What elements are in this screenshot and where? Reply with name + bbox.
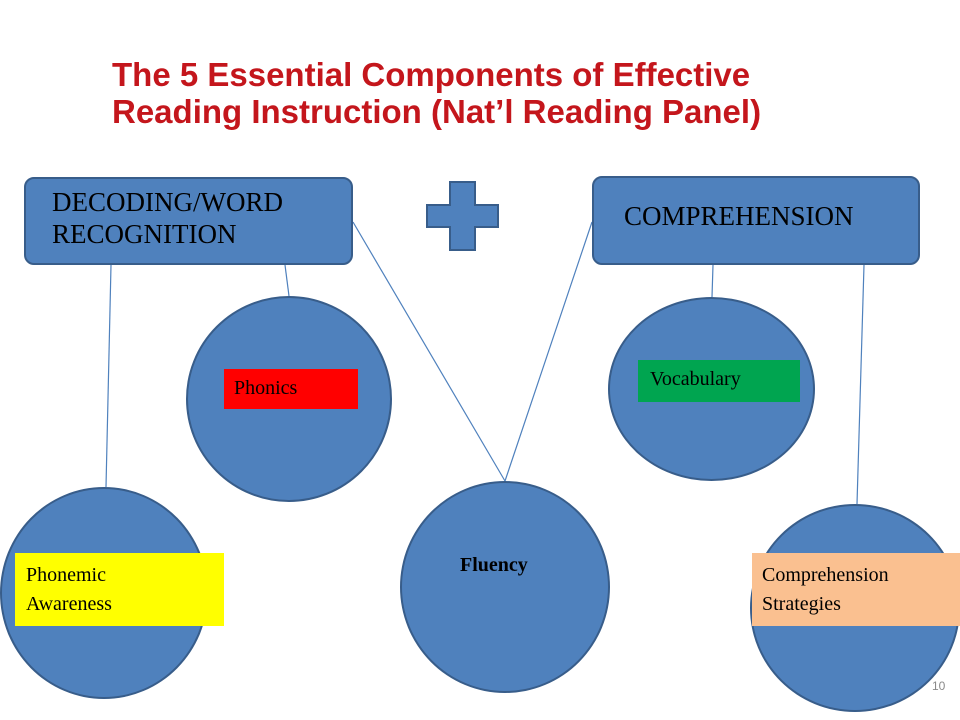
phonemic-awareness-label-line-2: Awareness [26,593,112,615]
comprehension-box: COMPREHENSION [592,176,920,265]
connector-comprehension-fluency [504,221,593,482]
connector-comprehension-strategies [856,264,865,505]
comprehension-label: COMPREHENSION [624,201,854,231]
comprehension-strategies-label: Comprehension Strategies [752,553,960,626]
phonics-label: Phonics [224,369,358,409]
page-number: 10 [932,679,946,693]
connector-decoding-phonics [284,264,290,297]
connector-decoding-fluency [352,221,506,482]
phonemic-awareness-label-line-1: Phonemic [26,564,106,586]
connector-comprehension-vocabulary [711,264,714,298]
slide-title-line-2: Reading Instruction (Nat’l Reading Panel… [112,93,762,130]
connector-decoding-phonemic [105,264,112,488]
decoding-word-recognition-label: DECODING/WORD RECOGNITION [52,187,283,249]
vocabulary-label: Vocabulary [638,360,800,402]
comprehension-strategies-label-line-1: Comprehension [762,564,889,586]
fluency-label: Fluency [460,554,528,576]
decoding-word-recognition-box: DECODING/WORD RECOGNITION [24,177,353,265]
plus-icon [426,181,499,251]
phonemic-awareness-label: Phonemic Awareness [15,553,224,626]
slide-title: The 5 Essential Components of Effective … [112,56,902,130]
slide-title-line-1: The 5 Essential Components of Effective [112,56,751,93]
fluency-node [400,481,610,693]
comprehension-strategies-label-line-2: Strategies [762,593,841,615]
